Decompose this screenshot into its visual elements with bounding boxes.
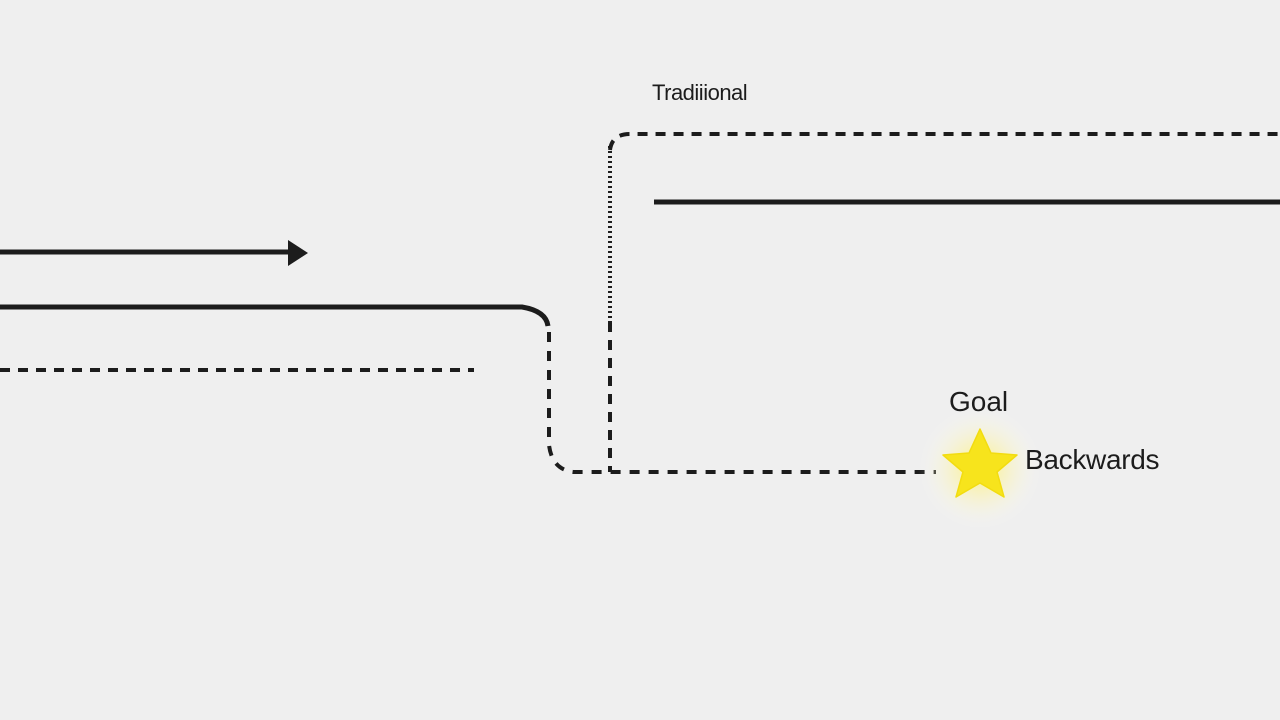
goal-label: Goal	[949, 386, 1009, 417]
arrow-right-icon	[288, 240, 308, 266]
solid-path-left	[0, 304, 551, 327]
dashed-path-descending	[547, 332, 936, 474]
backwards-label: Backwards	[1025, 444, 1160, 475]
traditional-box-outline	[608, 132, 1280, 151]
star-icon	[942, 428, 1018, 498]
traditional-label: Tradiiional	[652, 80, 748, 105]
